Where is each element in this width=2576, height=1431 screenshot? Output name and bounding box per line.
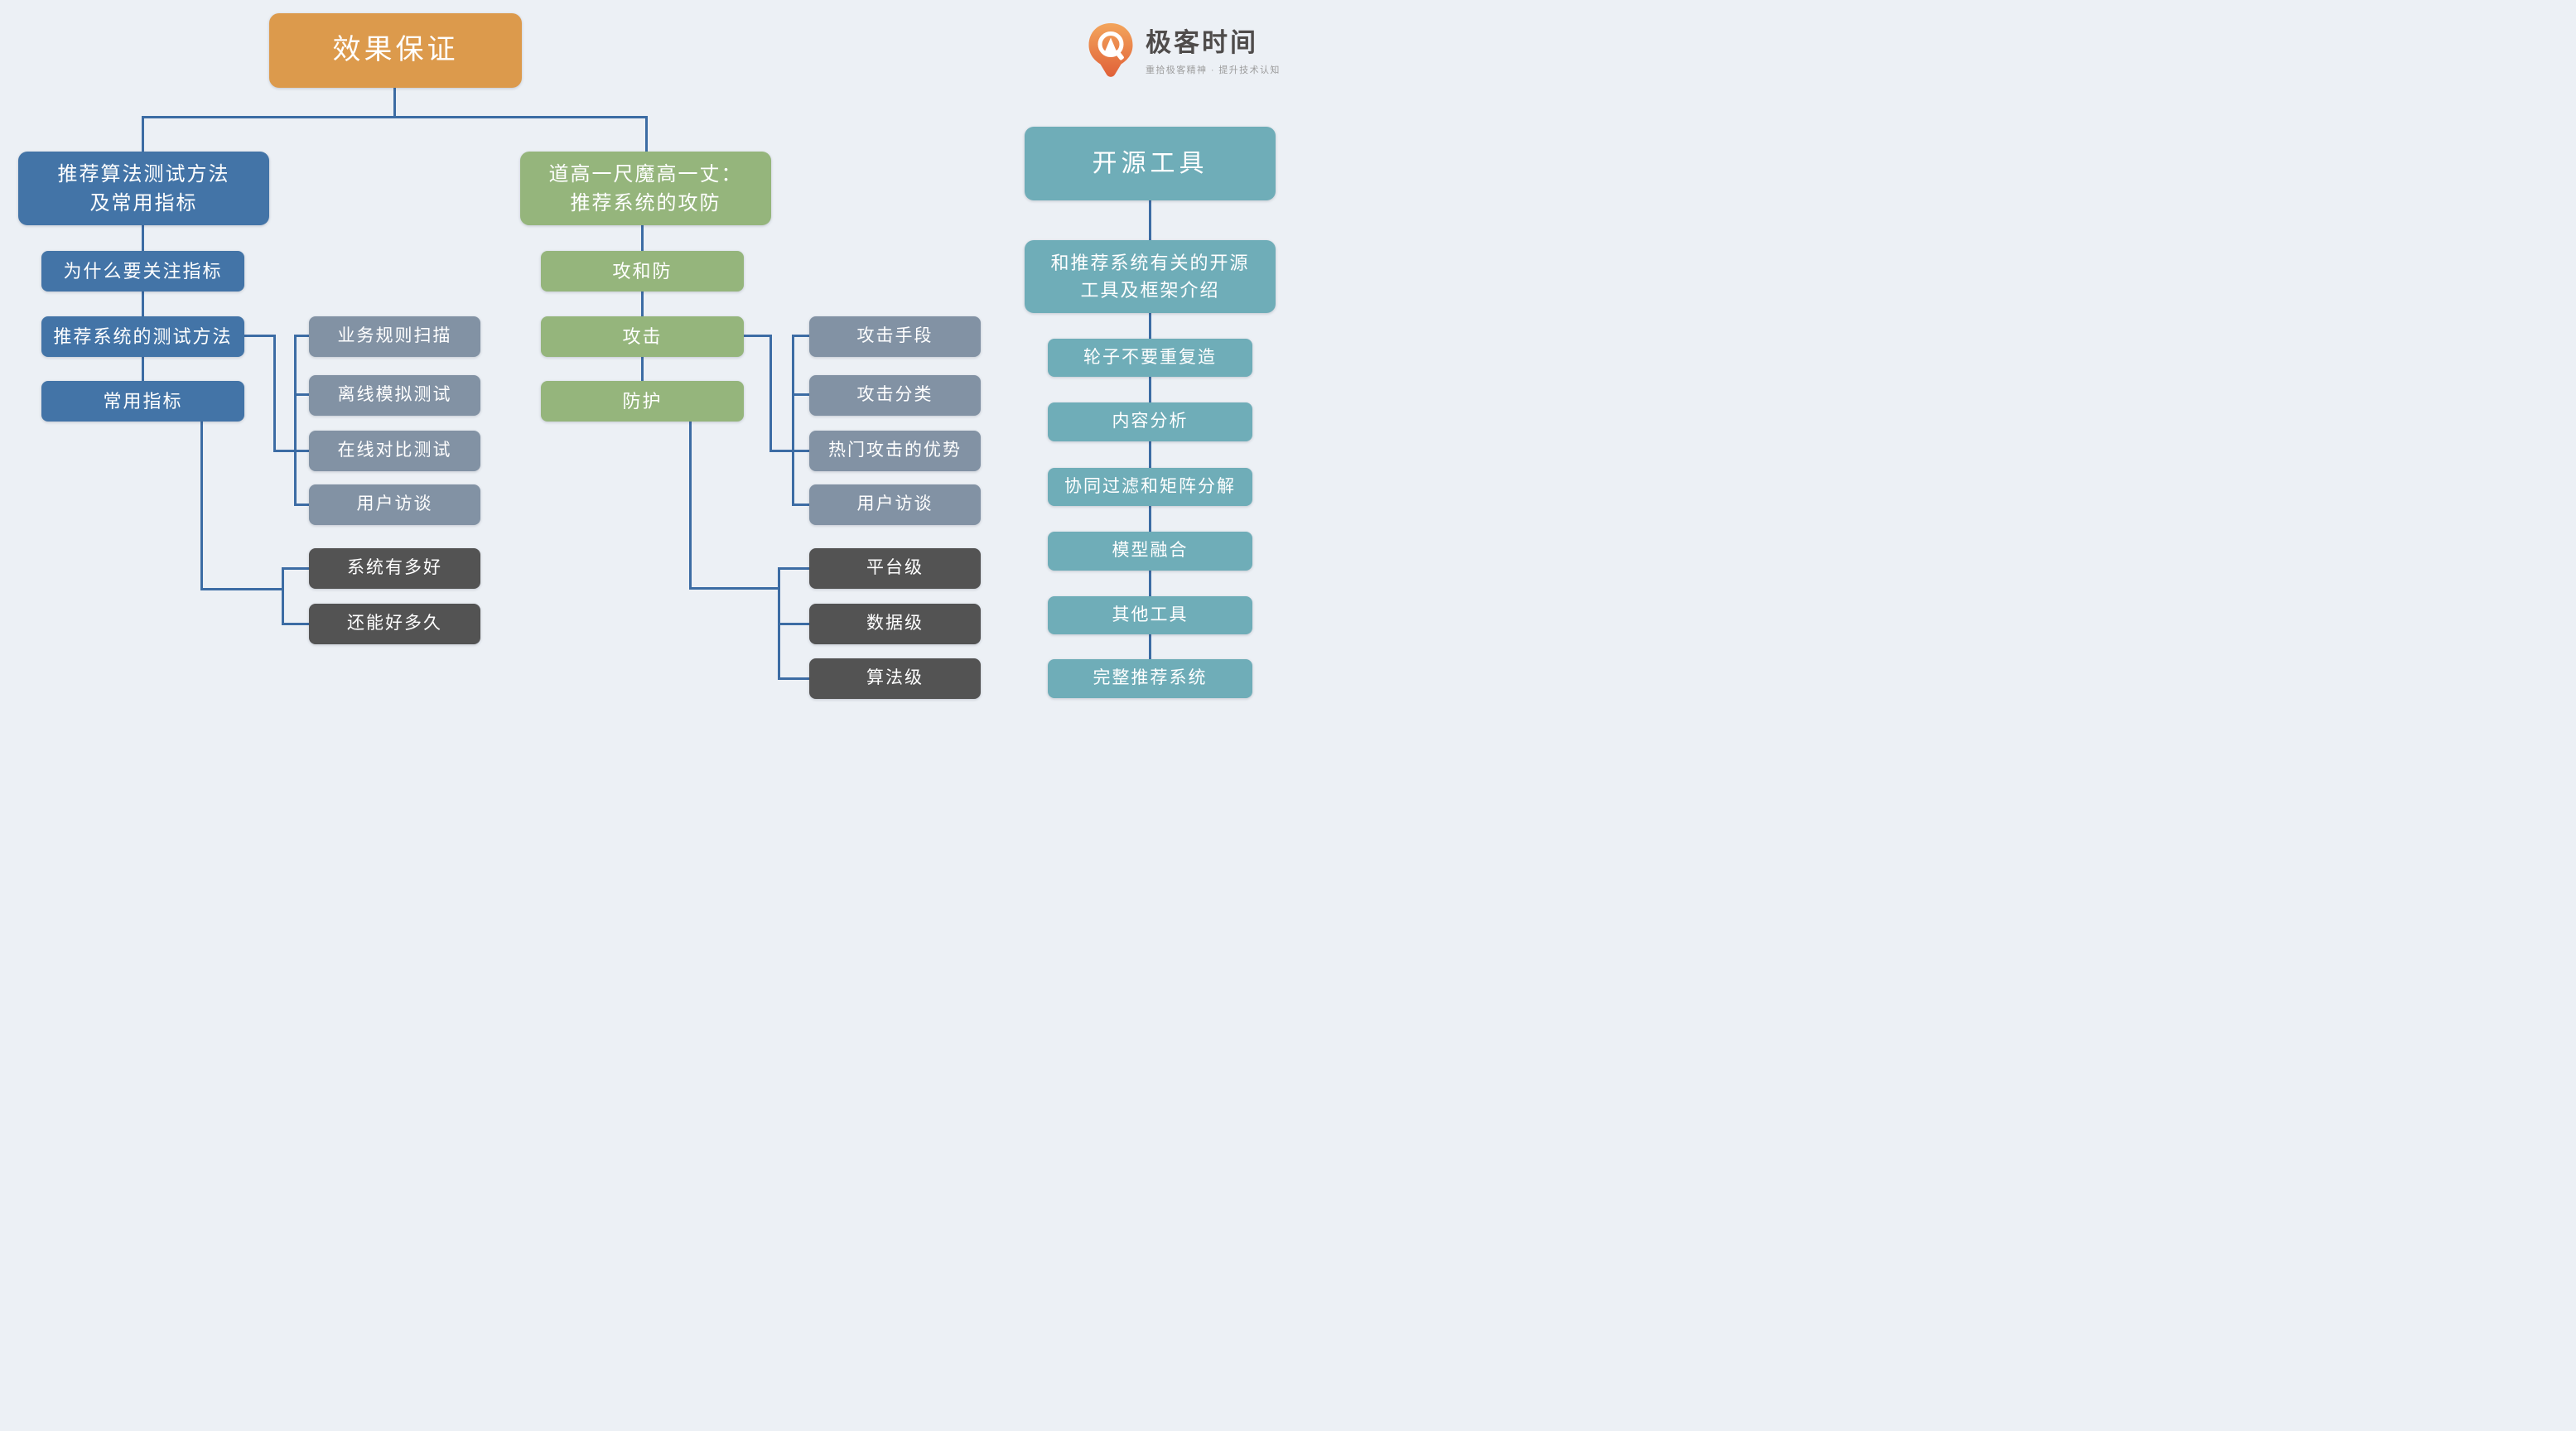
branch-attack-header: 道高一尺魔高一丈： 推荐系统的攻防 bbox=[520, 152, 771, 225]
connector-line bbox=[294, 504, 309, 506]
connector-line bbox=[273, 450, 309, 452]
node-other-tools: 其他工具 bbox=[1048, 596, 1252, 634]
connector-line bbox=[142, 116, 144, 153]
connector-line bbox=[282, 623, 309, 625]
node-system-how-good: 系统有多好 bbox=[309, 548, 480, 589]
connector-line bbox=[689, 587, 780, 590]
node-attack-and-defense: 攻和防 bbox=[541, 251, 744, 292]
node-data-level: 数据级 bbox=[809, 604, 981, 644]
connector-line bbox=[200, 422, 203, 590]
node-no-reinvent-wheel: 轮子不要重复造 bbox=[1048, 339, 1252, 377]
node-common-metrics: 常用指标 bbox=[41, 381, 244, 422]
connector-line bbox=[1149, 200, 1151, 240]
connector-line bbox=[142, 357, 144, 383]
connector-line bbox=[641, 357, 644, 383]
connector-line bbox=[393, 88, 396, 118]
connector-line bbox=[200, 588, 284, 590]
brand-text-block: 极客时间 重拾极客精神 · 提升技术认知 bbox=[1146, 22, 1281, 76]
connector-line bbox=[282, 567, 284, 625]
connector-line bbox=[769, 335, 772, 452]
connector-line bbox=[641, 225, 644, 253]
node-platform-level: 平台级 bbox=[809, 548, 981, 589]
connector-line bbox=[1149, 441, 1151, 468]
node-attack-category: 攻击分类 bbox=[809, 375, 981, 416]
node-offline-sim-test: 离线模拟测试 bbox=[309, 375, 480, 416]
connector-line bbox=[641, 292, 644, 318]
connector-line bbox=[142, 225, 144, 253]
connector-line bbox=[142, 292, 144, 318]
brand-tagline: 重拾极客精神 · 提升技术认知 bbox=[1146, 65, 1281, 76]
connector-line bbox=[792, 335, 794, 506]
node-attack: 攻击 bbox=[541, 316, 744, 357]
connector-line bbox=[689, 422, 692, 590]
connector-line bbox=[792, 504, 809, 506]
connector-line bbox=[273, 335, 276, 452]
connector-line bbox=[1149, 313, 1151, 339]
node-hot-attack-advantage: 热门攻击的优势 bbox=[809, 431, 981, 471]
node-test-methods: 推荐系统的测试方法 bbox=[41, 316, 244, 357]
connector-line bbox=[792, 335, 809, 337]
node-content-analysis: 内容分析 bbox=[1048, 402, 1252, 441]
connector-line bbox=[282, 567, 309, 570]
node-how-long-good: 还能好多久 bbox=[309, 604, 480, 644]
connector-line bbox=[778, 623, 809, 625]
connector-line bbox=[792, 393, 809, 396]
connector-line bbox=[294, 393, 309, 396]
node-biz-rule-scan: 业务规则扫描 bbox=[309, 316, 480, 357]
connector-line bbox=[1149, 377, 1151, 402]
branch-testing-header: 推荐算法测试方法 及常用指标 bbox=[18, 152, 269, 225]
brand-name: 极客时间 bbox=[1146, 28, 1258, 57]
connector-line bbox=[244, 335, 276, 337]
connector-line bbox=[744, 335, 772, 337]
node-defense: 防护 bbox=[541, 381, 744, 422]
root-node: 效果保证 bbox=[269, 13, 522, 88]
node-cf-matrix-factorization: 协同过滤和矩阵分解 bbox=[1048, 468, 1252, 506]
connector-line bbox=[778, 677, 809, 680]
connector-line bbox=[778, 567, 809, 570]
connector-line bbox=[645, 116, 648, 153]
node-user-interview-left: 用户访谈 bbox=[309, 484, 480, 525]
node-complete-recsys: 完整推荐系统 bbox=[1048, 659, 1252, 698]
geektime-logo-icon bbox=[1088, 23, 1133, 77]
mindmap-canvas: 效果保证 推荐算法测试方法 及常用指标 为什么要关注指标 推荐系统的测试方法 常… bbox=[0, 0, 1288, 716]
connector-line bbox=[1149, 634, 1151, 659]
node-online-ab-test: 在线对比测试 bbox=[309, 431, 480, 471]
node-why-metrics: 为什么要关注指标 bbox=[41, 251, 244, 292]
connector-line bbox=[769, 450, 809, 452]
connector-line bbox=[1149, 506, 1151, 532]
node-model-fusion: 模型融合 bbox=[1048, 532, 1252, 571]
branch-oss-header: 开源工具 bbox=[1025, 127, 1276, 200]
connector-line bbox=[294, 335, 309, 337]
connector-line bbox=[142, 116, 648, 118]
connector-line bbox=[1149, 571, 1151, 596]
brand-logo: 极客时间 重拾极客精神 · 提升技术认知 bbox=[1087, 22, 1281, 81]
node-attack-means: 攻击手段 bbox=[809, 316, 981, 357]
node-oss-intro: 和推荐系统有关的开源 工具及框架介绍 bbox=[1025, 240, 1276, 313]
node-algorithm-level: 算法级 bbox=[809, 658, 981, 699]
connector-line bbox=[294, 335, 297, 506]
node-user-interview-right: 用户访谈 bbox=[809, 484, 981, 525]
